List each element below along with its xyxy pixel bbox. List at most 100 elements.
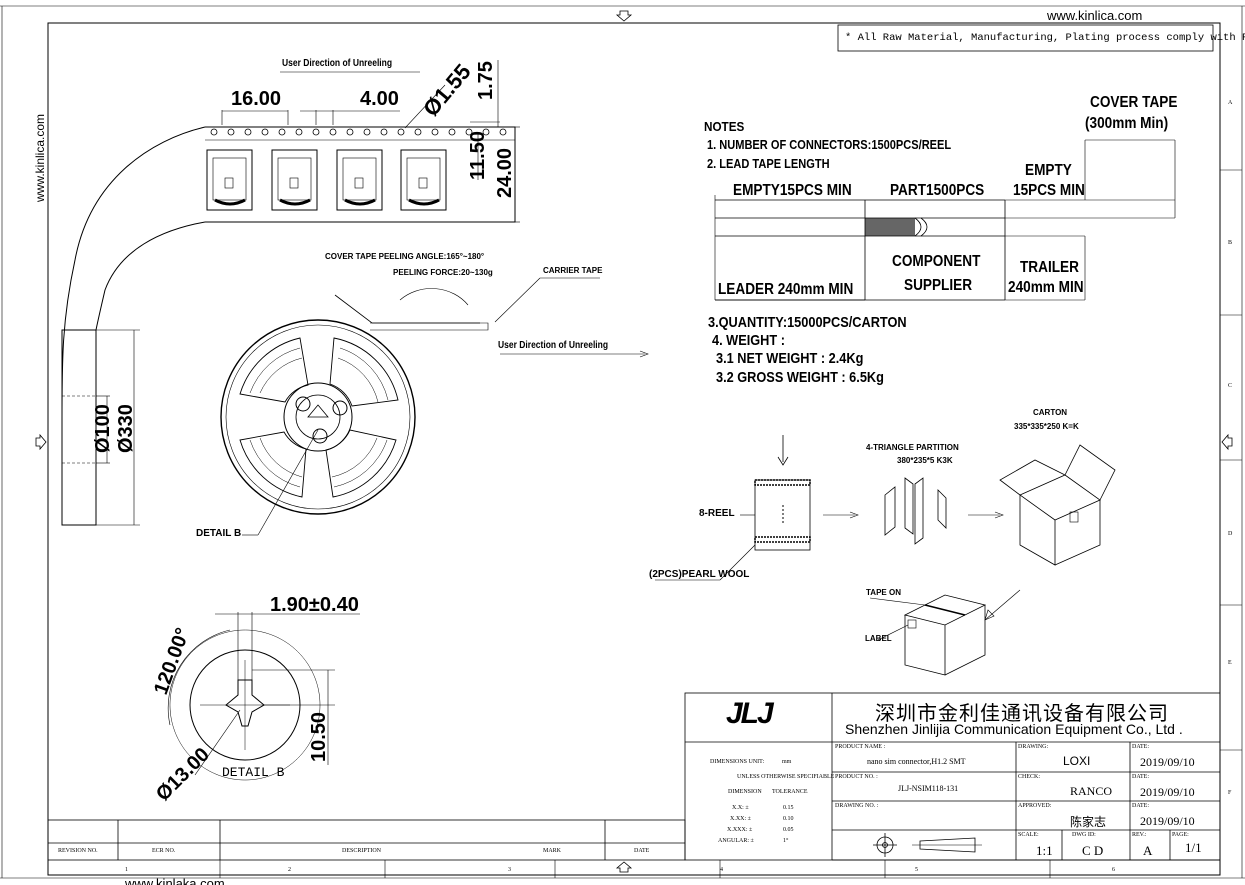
zone-right-b: B — [1228, 240, 1233, 246]
carrier-tape-label: CARRIER TAPE — [543, 266, 603, 275]
leader-label: LEADER 240mm MIN — [718, 281, 854, 298]
check-label: CHECK: — [1018, 774, 1041, 780]
company-name-en: Shenzhen Jinlijia Communication Equipmen… — [845, 721, 1183, 737]
trailer-length: 240mm MIN — [1008, 279, 1084, 296]
reel-front-view — [220, 277, 649, 536]
product-no: JLJ-NSIM118-131 — [898, 784, 959, 793]
dim-hole-pitch: 4.00 — [360, 88, 399, 110]
label-label: LABEL — [865, 634, 892, 643]
tol-row-1-dim: X.X: ± — [732, 805, 749, 811]
tol-row-1-tol: 0.15 — [783, 805, 794, 811]
cover-tape-min: (300mm Min) — [1085, 115, 1169, 132]
tol-row-2-tol: 0.10 — [783, 816, 794, 822]
tape-on-label: TAPE ON — [866, 588, 901, 597]
empty-left: EMPTY15PCS MIN — [733, 182, 852, 199]
dim-track: 11.50 — [467, 131, 489, 180]
zone-right-f: F — [1228, 790, 1232, 796]
partition-label: 4-TRIANGLE PARTITION — [866, 443, 959, 452]
page-value: 1/1 — [1185, 840, 1202, 855]
part-label: PART1500PCS — [890, 182, 985, 199]
detail-b-callout: DETAIL B — [196, 528, 242, 539]
notes-line42: 3.2 GROSS WEIGHT : 6.5Kg — [716, 369, 884, 386]
rev-label: REV.: — [1132, 832, 1147, 838]
dim-width: 24.00 — [494, 147, 516, 198]
notes-line1: 1. NUMBER OF CONNECTORS:1500PCS/REEL — [707, 137, 952, 152]
peel-force-label: PEELING FORCE:20~130g — [393, 268, 493, 277]
dim-reel: Ø330 — [115, 404, 137, 453]
partition-dim: 380*235*5 K3K — [897, 456, 953, 465]
product-name: nano sim connector,H1.2 SMT — [867, 757, 966, 766]
dims-unit-label: DIMENSIONS UNIT: — [710, 759, 765, 765]
zone-bottom-1: 1 — [125, 867, 128, 873]
dim-hole-offset: 1.75 — [475, 61, 497, 100]
zone-bottom-4: 4 — [720, 867, 723, 873]
supplier-label: SUPPLIER — [904, 277, 973, 294]
component-label: COMPONENT — [892, 253, 981, 270]
lead-tape-diagram — [714, 139, 1176, 301]
trailer-label: TRAILER — [1020, 259, 1079, 276]
date-label-1: DATE: — [1132, 744, 1149, 750]
packing-flow — [655, 435, 1116, 676]
footer-watermark: www.kinlaka.com — [125, 876, 225, 885]
side-watermark: www.kinlica.com — [33, 113, 47, 202]
carton-dim: 335*335*250 K=K — [1014, 422, 1079, 431]
scale-label: SCALE: — [1018, 832, 1039, 838]
tolerance-header: TOLERANCE — [772, 789, 808, 795]
empty-top-min: 15PCS MIN — [1013, 182, 1085, 199]
rev-value: A — [1143, 843, 1153, 858]
peel-angle-label: COVER TAPE PEELING ANGLE:165°~180° — [325, 252, 485, 261]
date-value-3: 2019/09/10 — [1140, 814, 1195, 828]
notes-line41: 3.1 NET WEIGHT : 2.4Kg — [716, 350, 864, 367]
dim-key: 10.50 — [308, 711, 330, 762]
dim-hub: Ø100 — [92, 404, 114, 453]
mark-header: MARK — [543, 848, 562, 854]
scale-value: 1:1 — [1036, 843, 1053, 858]
revision-no-header: REVISION NO. — [58, 848, 98, 854]
dims-unit: mm — [782, 759, 792, 765]
unless-note: UNLESS OTHERWISE SPECIFIABLE — [737, 774, 835, 780]
description-header: DESCRIPTION — [342, 848, 382, 854]
dwg-id-value: C D — [1082, 843, 1104, 858]
product-no-label: PRODUCT NO. : — [835, 774, 878, 780]
detail-b-title: DETAIL B — [222, 765, 285, 780]
zone-bottom-5: 5 — [915, 867, 918, 873]
notes-line3: 3.QUANTITY:15000PCS/CARTON — [708, 314, 907, 331]
approved-label: APPROVED: — [1018, 803, 1052, 809]
company-name-cn: 深圳市金利佳通讯设备有限公司 — [875, 703, 1169, 725]
company-logo: JLJ — [726, 697, 774, 730]
carrier-tape-view — [61, 60, 520, 421]
detail-b-view — [167, 612, 360, 781]
zone-right-d: D — [1228, 531, 1233, 537]
dimension-header: DIMENSION — [728, 789, 762, 795]
reel-pack-label: 8-REEL — [699, 508, 735, 519]
zone-bottom-3: 3 — [508, 867, 511, 873]
pearl-wool-label: (2PCS)PEARL WOOL — [649, 569, 750, 580]
notes-title: NOTES — [704, 119, 745, 134]
product-name-label: PRODUCT NAME : — [835, 744, 886, 750]
tol-row-2-dim: X.XX: ± — [730, 816, 751, 822]
header-website[interactable]: www.kinlica.com — [1047, 8, 1143, 23]
tol-row-3-tol: 0.05 — [783, 827, 794, 833]
tol-row-4-tol: 1° — [783, 838, 789, 844]
page-label: PAGE: — [1172, 832, 1189, 838]
tape-direction-label: User Direction of Unreeling — [282, 58, 393, 69]
dwg-id-label: DWG ID: — [1072, 832, 1096, 838]
dim-slot: 1.90±0.40 — [270, 594, 359, 616]
empty-top: EMPTY — [1025, 162, 1072, 179]
notes-line2: 2. LEAD TAPE LENGTH — [707, 156, 830, 171]
carton-label: CARTON — [1033, 408, 1068, 417]
rohs-note: * All Raw Material, Manufacturing, Plati… — [845, 32, 1245, 44]
date-header: DATE — [634, 848, 650, 854]
dim-pitch: 16.00 — [231, 88, 282, 110]
date-value-2: 2019/09/10 — [1140, 785, 1195, 799]
reel-direction-label: User Direction of Unreeling — [498, 340, 609, 351]
approved-value: 陈家志 — [1070, 815, 1107, 829]
ecr-no-header: ECR NO. — [152, 848, 176, 854]
drawing-value: LOXI — [1063, 754, 1091, 768]
drawing-frame — [47, 22, 1221, 876]
zone-right-a: A — [1228, 100, 1233, 106]
date-value-1: 2019/09/10 — [1140, 755, 1195, 769]
zone-bottom-6: 6 — [1112, 867, 1115, 873]
date-label-3: DATE: — [1132, 803, 1149, 809]
